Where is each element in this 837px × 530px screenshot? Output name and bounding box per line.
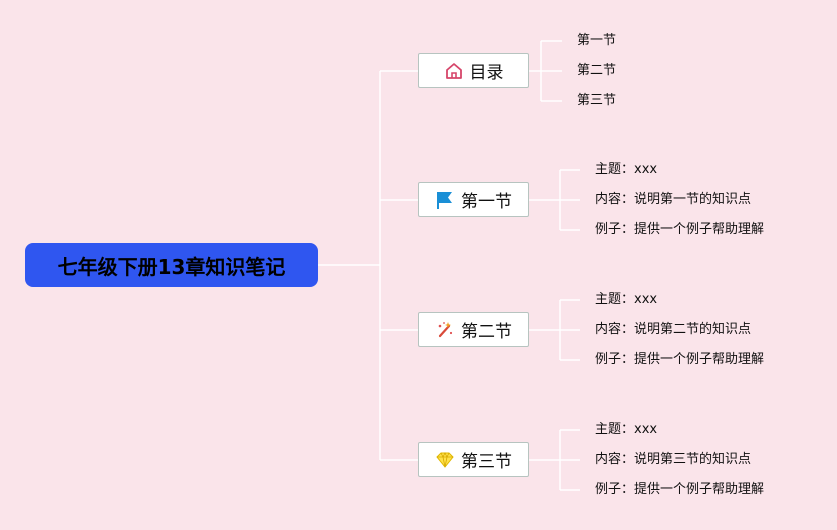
leaf-item[interactable]: 第三节 — [577, 93, 617, 108]
branch-node-section-1[interactable]: 第一节 — [418, 182, 529, 217]
root-title: 七年级下册13章知识笔记 — [57, 254, 286, 279]
leaf-item[interactable]: 例子：提供一个例子帮助理解 — [595, 482, 765, 497]
leaf-item[interactable]: 主题：xxx — [595, 162, 658, 177]
branch-label: 第三节 — [461, 452, 512, 472]
home-icon — [444, 61, 464, 81]
flag-icon — [435, 190, 455, 210]
leaf-item[interactable]: 例子：提供一个例子帮助理解 — [595, 222, 765, 237]
branch-label: 目录 — [469, 63, 504, 83]
connector-leaf-group-3 — [529, 429, 580, 491]
leaf-item[interactable]: 内容：说明第三节的知识点 — [595, 452, 752, 467]
connector-leaf-group-2 — [529, 299, 580, 361]
branch-label: 第一节 — [461, 192, 512, 212]
branch-node-section-3[interactable]: 第三节 — [418, 442, 529, 477]
leaf-item[interactable]: 第二节 — [577, 63, 617, 78]
leaf-item[interactable]: 内容：说明第二节的知识点 — [595, 322, 752, 337]
leaf-item[interactable]: 第一节 — [577, 33, 617, 48]
branch-node-section-2[interactable]: 第二节 — [418, 312, 529, 347]
branch-label: 第二节 — [461, 322, 512, 342]
connector-leaf-group-0 — [529, 40, 562, 102]
diamond-icon — [435, 450, 455, 470]
leaf-item[interactable]: 例子：提供一个例子帮助理解 — [595, 352, 765, 367]
branch-node-contents[interactable]: 目录 — [418, 53, 529, 88]
leaf-item[interactable]: 内容：说明第一节的知识点 — [595, 192, 752, 207]
connector-leaf-group-1 — [529, 169, 580, 231]
root-topic[interactable]: 七年级下册13章知识笔记 — [25, 243, 318, 287]
leaf-item[interactable]: 主题：xxx — [595, 292, 658, 307]
leaf-item[interactable]: 主题：xxx — [595, 422, 658, 437]
magic-wand-icon — [435, 320, 455, 340]
